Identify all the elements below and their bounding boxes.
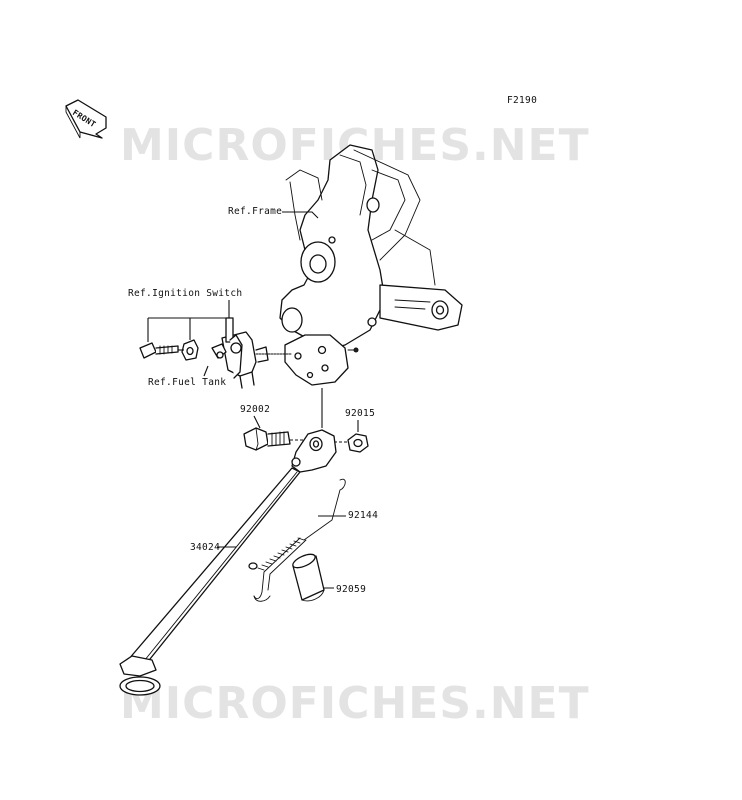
- label-34024: 34024: [190, 542, 220, 553]
- label-ref-frame: Ref.Frame: [228, 206, 282, 217]
- nut-92015: [347, 433, 369, 453]
- frame-reference: [279, 144, 463, 386]
- collar-92059: [292, 553, 325, 602]
- label-ref-ignition-switch: Ref.Ignition Switch: [128, 288, 242, 299]
- label-92002: 92002: [240, 404, 270, 415]
- spring-92144: [253, 478, 346, 602]
- watermark-bottom: MICROFICHES.NET: [120, 678, 590, 729]
- front-arrow-icon: FRONT: [65, 99, 107, 139]
- label-92015: 92015: [345, 408, 375, 419]
- ignition-switch-assembly: [211, 301, 293, 389]
- diagram-code: F2190: [507, 95, 537, 106]
- bolt-ignition: [139, 342, 179, 359]
- bolt-92002: [243, 427, 291, 451]
- collar-ignition: [181, 339, 199, 361]
- label-92059: 92059: [336, 584, 366, 595]
- label-ref-fuel-tank: Ref.Fuel Tank: [148, 377, 226, 388]
- side-stand-34024: [119, 429, 337, 696]
- label-92144: 92144: [348, 510, 378, 521]
